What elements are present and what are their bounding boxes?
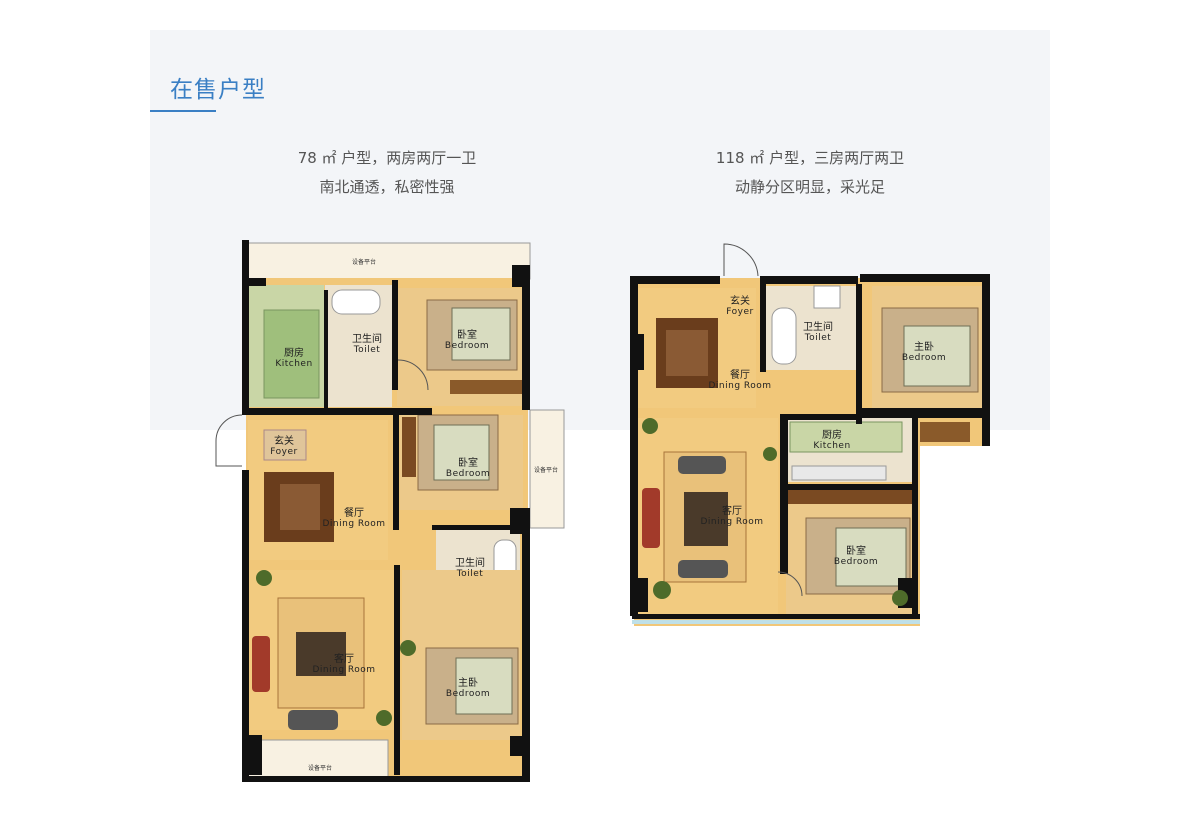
room-bath2-78: 卫生间 Toilet [455,558,485,580]
room-dining-118-en: Dining Room [708,381,772,391]
room-kitchen-78-cn: 厨房 [283,348,304,359]
room-bath-118-cn: 卫生间 [803,322,833,333]
plan-118-caption-line2: 动静分区明显，采光足 [734,178,885,196]
room-bedroom1-78-en: Bedroom [444,341,490,351]
room-bedroom2-78-cn: 卧室 [458,458,478,469]
floor-plan-78: 厨房 Kitchen 卫生间 Toilet 卧室 Bedroom 玄关 Foye… [212,240,572,785]
platform-label-bottom: 设备平台 [308,765,333,772]
section-title: 在售户型 [170,77,266,103]
room-bath2-78-cn: 卫生间 [455,558,485,569]
room-dining-78-cn: 餐厅 [343,508,364,519]
room-kitchen-118-cn: 厨房 [821,430,842,441]
room-bedroom2-78-en: Bedroom [445,469,491,479]
platform-label-right: 设备平台 [534,467,559,474]
room-bedroom2-78: 卧室 Bedroom [446,458,490,480]
room-living-118-en: Dining Room [700,517,764,527]
room-kitchen-118-en: Kitchen [813,441,851,451]
room-living-78: 客厅 Dining Room [312,654,375,676]
room-foyer-118-en: Foyer [726,307,754,317]
room-living-118: 客厅 Dining Room [700,506,763,528]
room-foyer-78-cn: 玄关 [274,436,294,447]
room-foyer-78: 玄关 Foyer [270,436,297,458]
room-foyer-118: 玄关 Foyer [726,296,753,318]
room-bedroom1-78: 卧室 Bedroom [445,330,489,352]
room-dining-78: 餐厅 Dining Room [322,508,385,530]
room-master-78: 主卧 Bedroom [446,678,490,700]
floor-plan-78-drawing [215,240,565,782]
title-underline [150,110,216,112]
platform-label-top: 设备平台 [352,259,377,266]
room-kitchen-78: 厨房 Kitchen [275,348,312,370]
room-bedroom-118-cn: 卧室 [846,546,866,557]
room-master-118-cn: 主卧 [914,342,934,353]
room-bath1-78-en: Toilet [353,345,381,355]
room-living-78-cn: 客厅 [333,654,354,665]
room-dining-78-en: Dining Room [322,519,386,529]
floor-plan-118-drawing [630,243,990,626]
plan-118-caption-line1: 118 ㎡ 户型，三房两厅两卫 [715,149,905,167]
room-bath1-78-cn: 卫生间 [352,334,382,345]
room-dining-118: 餐厅 Dining Room [708,370,771,392]
room-bath-118: 卫生间 Toilet [803,322,833,344]
room-master-118: 主卧 Bedroom [902,342,946,364]
plan-78-caption-line2: 南北通透，私密性强 [319,178,455,196]
floor-plan-118: 玄关 Foyer 卫生间 Toilet 主卧 Bedroom 餐厅 Dining… [620,238,1000,633]
room-bedroom1-78-cn: 卧室 [457,330,477,341]
room-foyer-118-cn: 玄关 [730,296,750,307]
room-bedroom-118-en: Bedroom [833,557,879,567]
room-kitchen-118: 厨房 Kitchen [813,430,850,452]
room-dining-118-cn: 餐厅 [729,370,750,381]
room-foyer-78-en: Foyer [270,447,298,457]
room-living-118-cn: 客厅 [721,506,742,517]
room-master-78-en: Bedroom [445,689,491,699]
plan-78-caption-line1: 78 ㎡ 户型，两房两厅一卫 [297,149,477,167]
room-living-78-en: Dining Room [312,665,376,675]
room-master-118-en: Bedroom [901,353,947,363]
room-bath-118-en: Toilet [804,333,832,343]
room-master-78-cn: 主卧 [458,678,478,689]
plan-118-caption: 118 ㎡ 户型，三房两厅两卫 动静分区明显，采光足 [660,144,960,202]
room-kitchen-78-en: Kitchen [275,359,313,369]
room-bath2-78-en: Toilet [456,569,484,579]
room-bedroom-118: 卧室 Bedroom [834,546,878,568]
plan-78-caption: 78 ㎡ 户型，两房两厅一卫 南北通透，私密性强 [237,144,537,202]
room-bath1-78: 卫生间 Toilet [352,334,382,356]
